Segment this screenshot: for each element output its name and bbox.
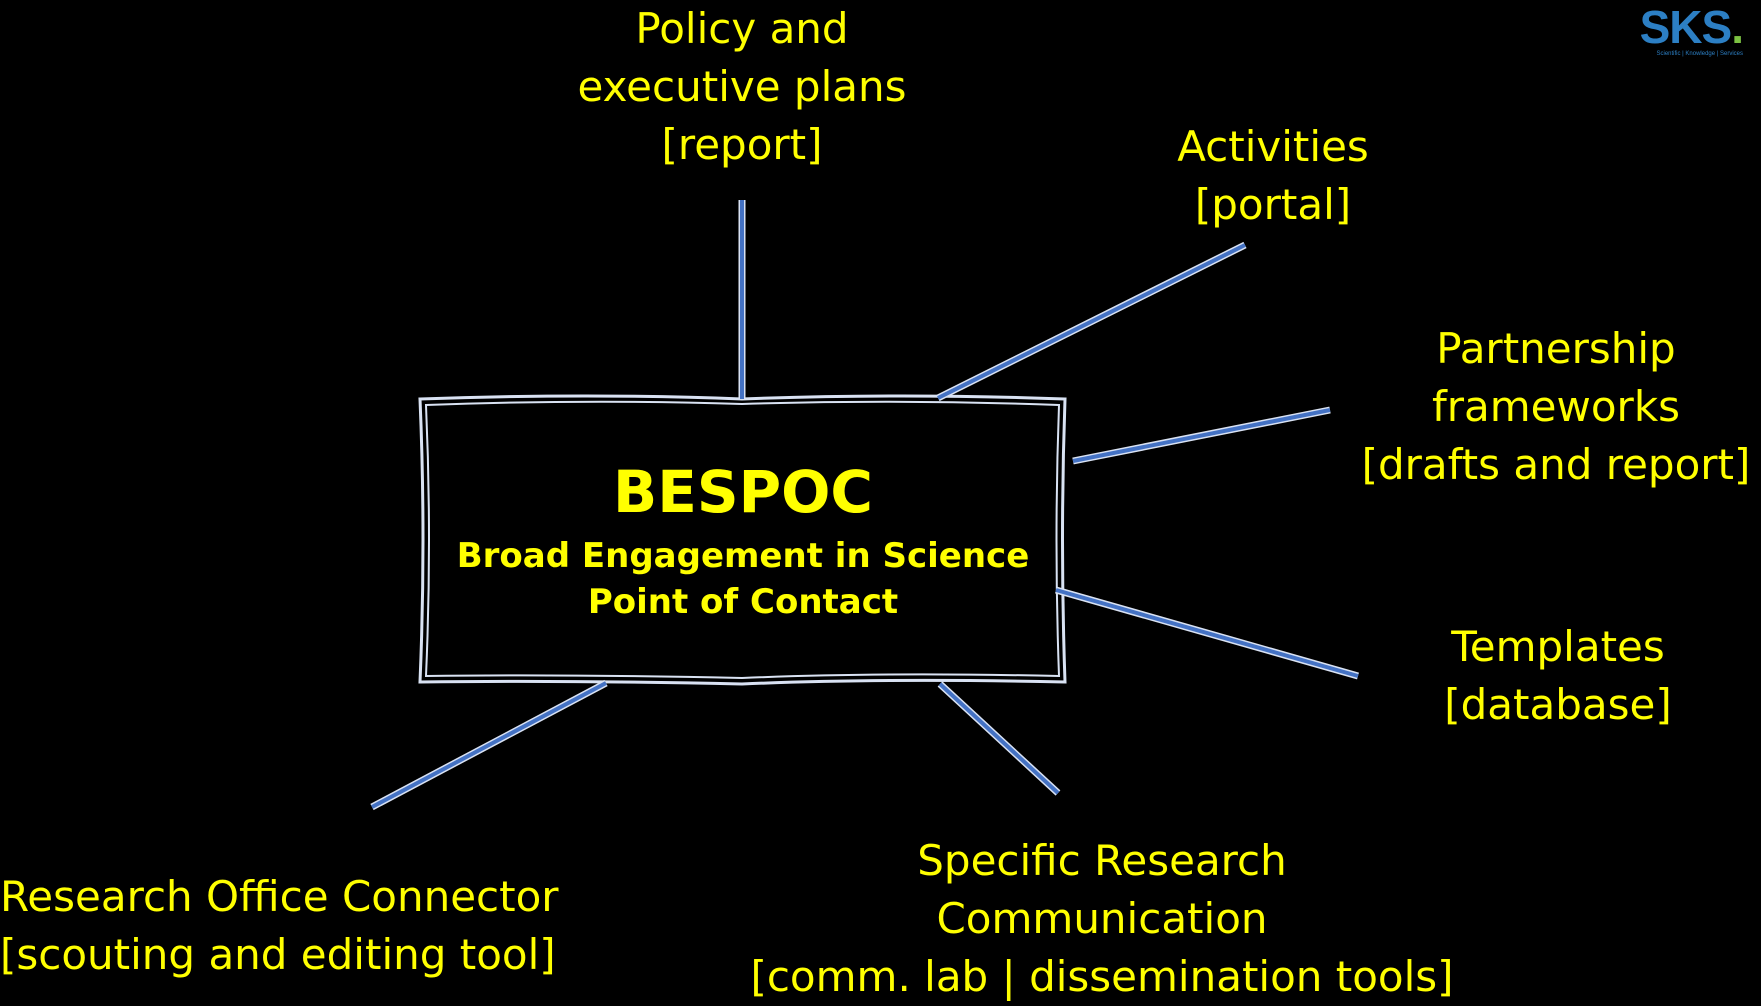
center-title: BESPOC	[613, 457, 873, 526]
node-communication-line1: Specific Research	[917, 836, 1287, 885]
node-research-office: Research Office Connector [scouting and …	[0, 868, 559, 984]
node-activities: Activities [portal]	[1123, 118, 1423, 234]
center-subtitle-line2: Point of Contact	[587, 581, 899, 622]
node-policy: Policy and executive plans [report]	[542, 0, 942, 174]
center-node: BESPOC Broad Engagement in Science Point…	[420, 398, 1066, 683]
node-policy-line1: Policy and	[635, 4, 849, 53]
node-partnership: Partnership frameworks [drafts and repor…	[1356, 320, 1756, 494]
node-templates-line2: [database]	[1444, 680, 1672, 729]
node-templates: Templates [database]	[1408, 618, 1708, 734]
node-research-office-line1: Research Office Connector	[0, 872, 559, 921]
center-box-outline-inner	[424, 400, 1061, 680]
node-partnership-line1: Partnership	[1436, 324, 1676, 373]
node-communication: Specific Research Communication [comm. l…	[742, 832, 1462, 1006]
connector-templates	[1055, 586, 1359, 680]
node-activities-line2: [portal]	[1194, 180, 1352, 229]
node-activities-line1: Activities	[1177, 122, 1369, 171]
node-communication-line3: [comm. lab | dissemination tools]	[750, 952, 1454, 1001]
node-policy-line3: [report]	[661, 120, 823, 169]
connector-communication	[937, 681, 1061, 796]
center-subtitle-line1: Broad Engagement in Science	[456, 535, 1030, 576]
sks-logo-dot: .	[1731, 1, 1744, 53]
connector-partnership	[1072, 406, 1331, 465]
node-templates-line1: Templates	[1451, 622, 1665, 671]
connector-activities	[936, 241, 1247, 402]
node-communication-line2: Communication	[936, 894, 1268, 943]
node-partnership-line2: frameworks	[1431, 382, 1681, 431]
connector-research-office	[370, 679, 608, 811]
center-subtitle: Broad Engagement in Science Point of Con…	[457, 533, 1030, 625]
node-policy-line2: executive plans	[577, 62, 907, 111]
sks-logo-wordmark: SKS.	[1623, 1, 1744, 53]
sks-logo: SKS. Scientific | Knowledge | Services	[1623, 1, 1744, 57]
sks-logo-tagline: Scientific | Knowledge | Services	[1656, 51, 1744, 57]
sks-logo-letters: SKS	[1639, 1, 1733, 53]
node-research-office-line2: [scouting and editing tool]	[0, 930, 556, 979]
node-partnership-line3: [drafts and report]	[1361, 440, 1751, 489]
